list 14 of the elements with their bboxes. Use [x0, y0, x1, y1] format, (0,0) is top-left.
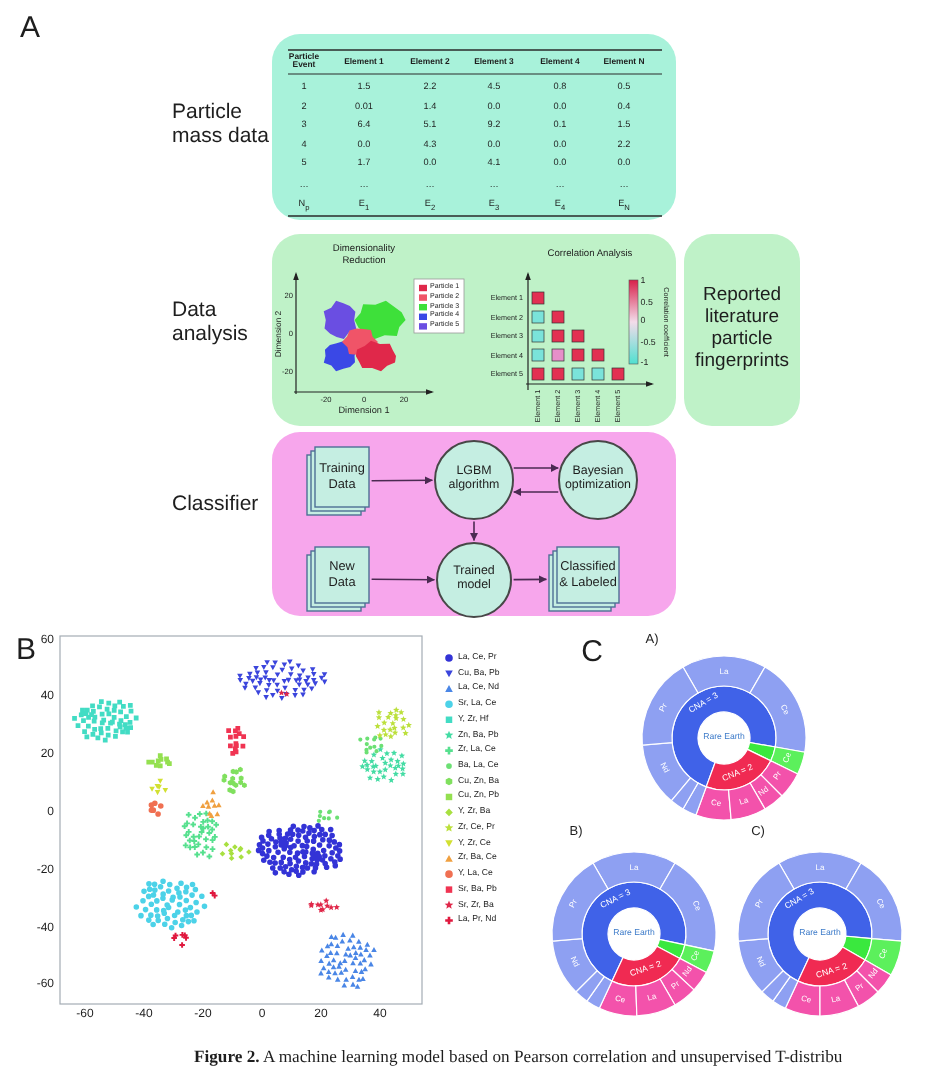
section-heading: Classifier: [172, 491, 261, 517]
figure-caption: Figure 2. A machine learning model based on Pearson correlation and unsupervised T-distribu: [194, 1048, 843, 1068]
section-heading: Data analysis: [172, 297, 250, 347]
arrow: [512, 575, 548, 584]
arrow: [370, 575, 436, 584]
arrow: [512, 464, 560, 472]
info-panel: Reported literature particle fingerprints: [684, 234, 800, 426]
section-heading: Particle mass data: [172, 99, 271, 149]
panel-letter: A: [20, 13, 40, 47]
panel-letter: C: [581, 637, 603, 671]
arrow: [470, 520, 478, 542]
arrow: [512, 488, 560, 496]
panel-letter: B: [16, 635, 36, 669]
arrow: [370, 476, 434, 485]
